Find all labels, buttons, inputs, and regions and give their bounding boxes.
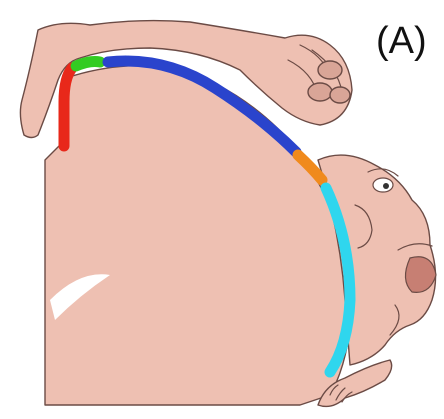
pupil [383,183,389,189]
knuckle-1 [318,61,342,79]
panel-label: (A) [376,20,427,62]
green-segment [76,62,100,67]
eye [373,178,393,192]
knuckle-3 [330,87,350,103]
knuckle-2 [308,83,332,101]
